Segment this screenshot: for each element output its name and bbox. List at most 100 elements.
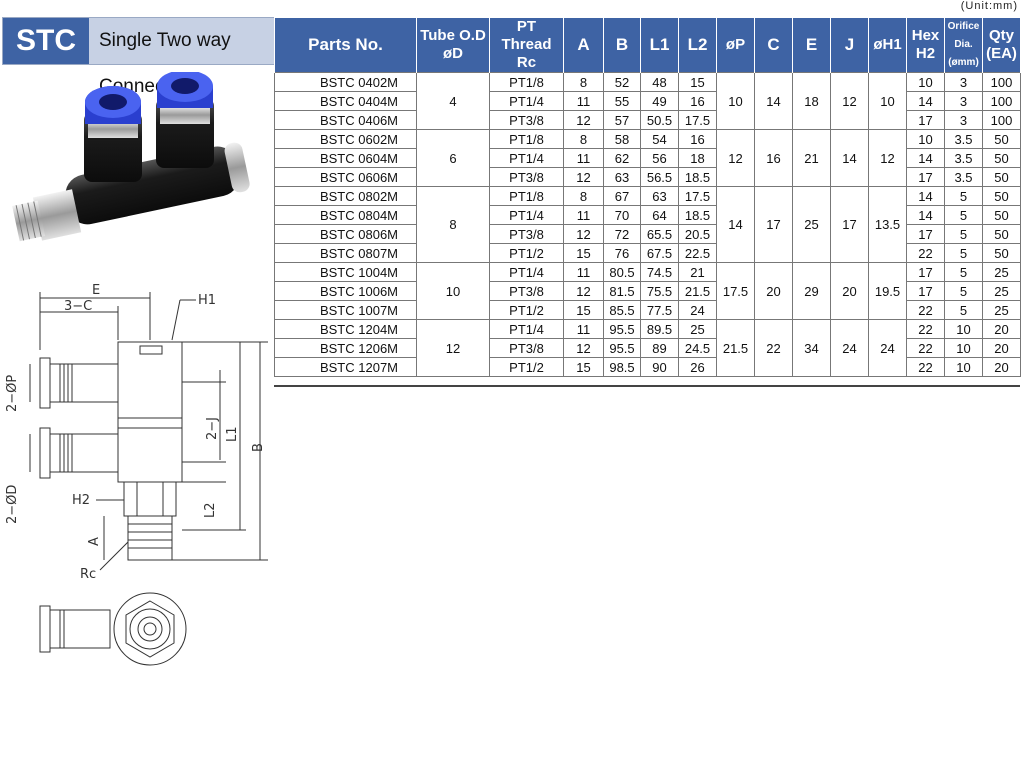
cell-l1: 56 xyxy=(640,148,679,168)
cell-tube-od: 12 xyxy=(416,319,490,377)
cell-l1: 90 xyxy=(640,357,679,377)
cell-hex: 17 xyxy=(906,262,945,282)
label-a: A xyxy=(87,537,102,546)
cell-qty: 20 xyxy=(982,357,1021,377)
col-c: C xyxy=(754,17,793,73)
cell-part: BSTC 0404M xyxy=(274,91,417,111)
cell-hex: 17 xyxy=(906,110,945,130)
cell-qty: 25 xyxy=(982,262,1021,282)
cell-hex: 17 xyxy=(906,224,945,244)
product-photo xyxy=(12,72,250,242)
cell-b: 85.5 xyxy=(603,300,641,320)
cell-orifice: 10 xyxy=(944,357,983,377)
col-a: A xyxy=(563,17,604,73)
cell-b: 57 xyxy=(603,110,641,130)
cell-part: BSTC 0602M xyxy=(274,129,417,149)
cell-qty: 50 xyxy=(982,186,1021,206)
cell-orifice: 3 xyxy=(944,72,983,92)
cell-a: 8 xyxy=(563,186,604,206)
cell-c: 17 xyxy=(754,186,793,263)
col-l1: L1 xyxy=(640,17,679,73)
col-orifice: Orifice Dia.(ømm) xyxy=(944,17,983,73)
cell-part: BSTC 1004M xyxy=(274,262,417,282)
product-title-box: STC Single Two way Connector xyxy=(2,17,275,97)
cell-orifice: 10 xyxy=(944,319,983,339)
cell-part: BSTC 1007M xyxy=(274,300,417,320)
cell-l2: 20.5 xyxy=(678,224,717,244)
cell-j: 14 xyxy=(830,129,869,187)
cell-a: 12 xyxy=(563,338,604,358)
cell-thread: PT1/2 xyxy=(489,300,564,320)
cell-orifice: 3 xyxy=(944,91,983,111)
cell-l2: 16 xyxy=(678,129,717,149)
cell-hex: 14 xyxy=(906,91,945,111)
cell-l2: 26 xyxy=(678,357,717,377)
cell-b: 72 xyxy=(603,224,641,244)
label-3c: 3−C xyxy=(64,299,92,314)
cell-l1: 74.5 xyxy=(640,262,679,282)
cell-a: 8 xyxy=(563,129,604,149)
cell-thread: PT1/2 xyxy=(489,243,564,263)
cell-l2: 25 xyxy=(678,319,717,339)
cell-a: 15 xyxy=(563,300,604,320)
push-port-right xyxy=(156,72,214,168)
cell-j: 20 xyxy=(830,262,869,320)
cell-orifice: 3.5 xyxy=(944,167,983,187)
cell-a: 12 xyxy=(563,281,604,301)
cell-j: 24 xyxy=(830,319,869,377)
cell-e: 21 xyxy=(792,129,831,187)
cell-thread: PT1/4 xyxy=(489,148,564,168)
cell-c: 22 xyxy=(754,319,793,377)
cell-hex: 22 xyxy=(906,319,945,339)
cell-orifice: 5 xyxy=(944,300,983,320)
cell-a: 8 xyxy=(563,72,604,92)
label-l1: L1 xyxy=(225,426,240,442)
col-qty: Qty(EA) xyxy=(982,17,1021,73)
col-p: øP xyxy=(716,17,755,73)
label-2j: 2−J xyxy=(205,417,220,440)
cell-hex: 14 xyxy=(906,205,945,225)
dimension-drawing: E 3−C H1 B L1 2−J L2 2−ØP 2−ØD H2 A Rc xyxy=(5,283,268,666)
cell-orifice: 3.5 xyxy=(944,148,983,168)
cell-a: 12 xyxy=(563,224,604,244)
cell-thread: PT1/8 xyxy=(489,72,564,92)
cell-b: 58 xyxy=(603,129,641,149)
cell-thread: PT3/8 xyxy=(489,167,564,187)
cell-a: 12 xyxy=(563,110,604,130)
cell-tube-od: 8 xyxy=(416,186,490,263)
cell-tube-od: 10 xyxy=(416,262,490,320)
cell-l1: 56.5 xyxy=(640,167,679,187)
cell-tube-od: 4 xyxy=(416,72,490,130)
cell-l1: 54 xyxy=(640,129,679,149)
cell-part: BSTC 0604M xyxy=(274,148,417,168)
cell-p: 14 xyxy=(716,186,755,263)
cell-c: 14 xyxy=(754,72,793,130)
cell-l2: 21 xyxy=(678,262,717,282)
cell-part: BSTC 0606M xyxy=(274,167,417,187)
label-h1: H1 xyxy=(198,293,216,308)
thread-end xyxy=(12,189,82,242)
cell-thread: PT1/4 xyxy=(489,91,564,111)
cell-orifice: 5 xyxy=(944,243,983,263)
cell-l1: 65.5 xyxy=(640,224,679,244)
cell-hex: 22 xyxy=(906,338,945,358)
cell-l2: 21.5 xyxy=(678,281,717,301)
label-rc: Rc xyxy=(80,567,96,582)
cell-qty: 100 xyxy=(982,91,1021,111)
cell-a: 15 xyxy=(563,243,604,263)
cell-part: BSTC 0406M xyxy=(274,110,417,130)
cell-qty: 20 xyxy=(982,338,1021,358)
